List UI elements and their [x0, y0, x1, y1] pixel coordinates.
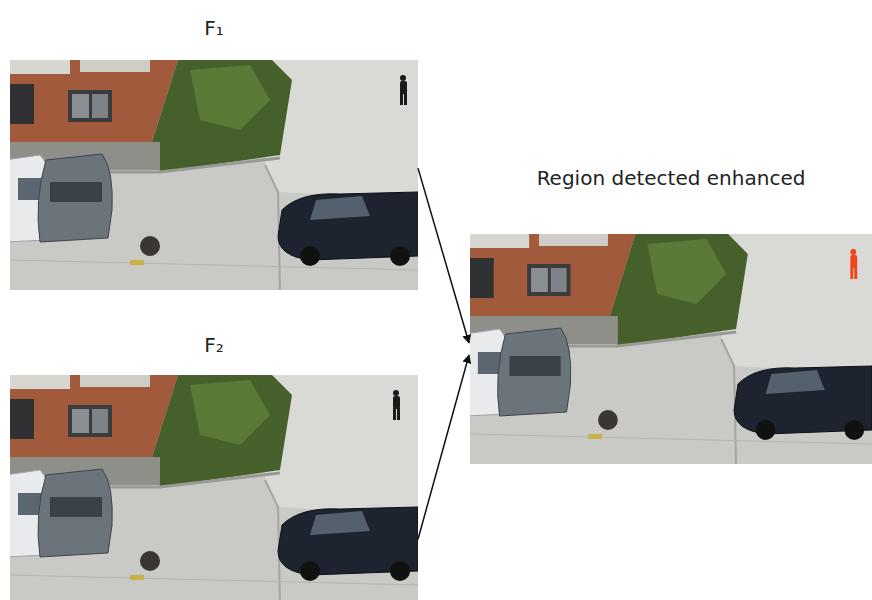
video-frame: Region detected enhanced: [470, 158, 872, 464]
person-head: [850, 249, 856, 255]
parking-scene: [10, 60, 418, 290]
person-body: [850, 255, 857, 268]
video-frame: F₂: [10, 325, 418, 600]
pedestrian: [400, 75, 407, 105]
person-leg: [400, 93, 403, 105]
frame-title: Region detected enhanced: [470, 158, 872, 190]
person-leg: [404, 93, 407, 105]
parking-scene: [10, 375, 418, 600]
person-leg: [393, 408, 396, 420]
photo: [470, 234, 872, 464]
pedestrian: [850, 249, 857, 279]
arrow: [418, 355, 469, 539]
arrow: [418, 168, 469, 343]
person-head: [400, 75, 406, 81]
frame-title: F₂: [10, 325, 418, 357]
pedestrian: [393, 390, 400, 420]
parking-scene: [470, 234, 872, 464]
video-frame: F₁: [10, 8, 418, 290]
person-body: [400, 81, 407, 94]
photo: [10, 60, 418, 290]
photo: [10, 375, 418, 600]
person-leg: [854, 267, 857, 279]
frame-title: F₁: [10, 8, 418, 40]
person-body: [393, 396, 400, 409]
person-leg: [850, 267, 853, 279]
person-leg: [397, 408, 400, 420]
person-head: [393, 390, 399, 396]
